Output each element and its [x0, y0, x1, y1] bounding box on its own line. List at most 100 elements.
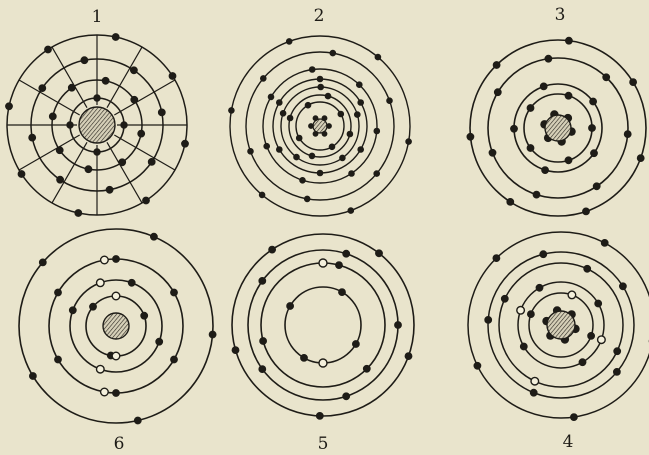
electron	[351, 340, 360, 348]
electron	[592, 182, 601, 191]
electron	[129, 66, 138, 75]
electron	[578, 358, 587, 367]
spoke	[51, 46, 88, 108]
electron	[55, 146, 64, 155]
electron	[582, 207, 590, 216]
atom-figure-4	[467, 231, 649, 421]
electron	[275, 146, 283, 153]
orbit-ring	[69, 279, 163, 373]
electron	[155, 337, 164, 346]
electron	[539, 250, 548, 259]
orbit-ring	[262, 68, 378, 184]
electron	[170, 355, 178, 364]
electron	[321, 115, 328, 122]
orbit-ring	[229, 35, 411, 217]
atom-figure-1	[5, 33, 189, 217]
nucleus	[102, 312, 130, 340]
electron	[473, 361, 482, 370]
orbit-ring	[487, 251, 635, 399]
electron	[317, 83, 325, 91]
electron	[312, 115, 319, 122]
electron	[68, 306, 77, 315]
electron	[526, 144, 535, 152]
electron	[133, 416, 142, 425]
electron	[346, 130, 354, 138]
electron	[613, 347, 622, 356]
orbit-ring	[295, 101, 345, 151]
nucleus	[546, 310, 576, 340]
electron	[321, 130, 328, 137]
atom-figure-6	[18, 228, 217, 425]
electron	[170, 288, 178, 297]
orbit-ring	[284, 286, 362, 364]
electron	[526, 104, 535, 112]
electron	[564, 156, 573, 165]
electron	[286, 114, 294, 122]
atom-figure-2	[228, 35, 412, 217]
electron	[286, 302, 294, 310]
electron	[357, 99, 365, 106]
orbit-ring	[469, 39, 647, 217]
open-electron	[516, 305, 526, 315]
open-electron	[567, 290, 577, 300]
electron	[80, 56, 89, 65]
electron	[564, 91, 573, 100]
electron	[386, 97, 393, 104]
electron	[613, 367, 621, 376]
electron	[328, 143, 336, 151]
electron	[348, 170, 355, 177]
electron	[279, 110, 287, 117]
electron	[527, 310, 535, 318]
electron	[335, 261, 343, 269]
electron	[208, 330, 217, 339]
electron	[259, 337, 267, 345]
open-electron	[530, 376, 540, 386]
orbit-ring	[245, 51, 395, 201]
spoke	[106, 46, 143, 108]
electron	[168, 72, 177, 80]
electron	[619, 282, 627, 291]
electron	[293, 153, 300, 161]
electron	[589, 97, 597, 106]
electron	[120, 121, 128, 129]
electron	[247, 148, 254, 155]
orbit-ring	[487, 57, 629, 199]
electron	[84, 165, 93, 174]
electron	[342, 392, 351, 401]
open-electron	[95, 278, 105, 288]
electron	[636, 154, 645, 162]
electron	[308, 123, 314, 129]
electron	[263, 142, 271, 150]
electron	[357, 146, 365, 153]
orbit-ring	[288, 94, 352, 158]
electron	[5, 102, 13, 111]
electron	[130, 95, 139, 104]
nucleus	[312, 118, 328, 134]
electron	[394, 321, 402, 329]
figure-label-2: 2	[314, 6, 325, 26]
electron	[308, 66, 316, 73]
electron	[258, 191, 266, 199]
electron	[316, 75, 324, 83]
electron	[594, 299, 603, 308]
electron	[355, 81, 363, 88]
electron	[602, 73, 611, 82]
electron	[267, 93, 275, 101]
orbit-ring	[247, 249, 399, 401]
electron	[375, 249, 383, 258]
figure-label-5: 5	[318, 434, 329, 454]
open-electron	[318, 358, 328, 368]
electron	[362, 364, 371, 373]
figure-label-6: 6	[114, 434, 125, 454]
electron	[268, 245, 276, 254]
electron	[529, 388, 538, 397]
electron	[29, 372, 37, 380]
electron	[111, 33, 120, 41]
electron	[500, 294, 509, 303]
open-electron	[111, 291, 121, 301]
electron	[300, 353, 308, 362]
electron	[353, 111, 361, 118]
electron	[118, 158, 127, 167]
electron	[101, 76, 110, 85]
electron	[405, 138, 412, 145]
